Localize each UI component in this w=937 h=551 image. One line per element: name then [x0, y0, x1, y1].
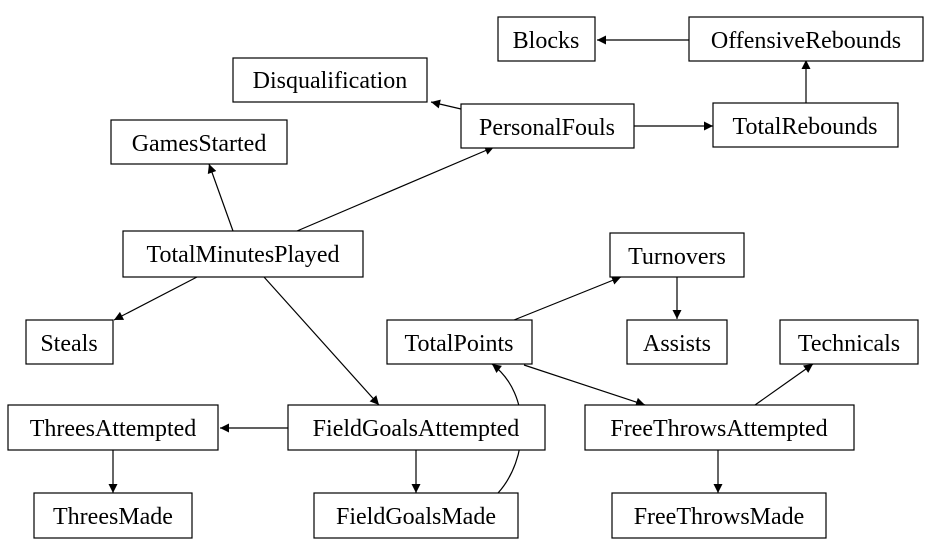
svg-text:TotalMinutesPlayed: TotalMinutesPlayed	[147, 242, 340, 268]
node-turnovers: Turnovers	[609, 232, 745, 278]
node-offensive-rebounds: OffensiveRebounds	[688, 16, 924, 62]
node-free-throws-made: FreeThrowsMade	[611, 492, 827, 539]
svg-text:FieldGoalsMade: FieldGoalsMade	[336, 504, 496, 530]
edge-free-throws-attempted-to-technicals	[754, 363, 814, 406]
node-total-points: TotalPoints	[386, 319, 533, 365]
svg-text:PersonalFouls: PersonalFouls	[479, 115, 615, 141]
node-blocks: Blocks	[497, 16, 596, 62]
edge-total-minutes-played-to-games-started	[207, 163, 234, 232]
edge-total-points-to-turnovers	[513, 276, 622, 321]
node-threes-made: ThreesMade	[33, 492, 193, 539]
svg-text:ThreesAttempted: ThreesAttempted	[30, 416, 197, 442]
svg-text:Technicals: Technicals	[798, 331, 900, 357]
edge-total-points-to-free-throws-attempted	[523, 364, 646, 407]
svg-text:GamesStarted: GamesStarted	[132, 131, 267, 157]
node-assists: Assists	[626, 319, 728, 365]
svg-text:Turnovers: Turnovers	[628, 244, 726, 270]
nodes: Blocks OffensiveRebounds Disqualificatio…	[7, 16, 924, 539]
node-games-started: GamesStarted	[110, 119, 288, 165]
node-field-goals-attempted: FieldGoalsAttempted	[287, 404, 546, 451]
svg-text:FieldGoalsAttempted: FieldGoalsAttempted	[313, 416, 520, 442]
svg-text:TotalRebounds: TotalRebounds	[733, 114, 878, 140]
node-field-goals-made: FieldGoalsMade	[313, 492, 519, 539]
svg-text:ThreesMade: ThreesMade	[53, 504, 173, 530]
node-threes-attempted: ThreesAttempted	[7, 404, 219, 451]
node-personal-fouls: PersonalFouls	[460, 103, 635, 149]
svg-text:FreeThrowsMade: FreeThrowsMade	[634, 504, 805, 530]
svg-text:Assists: Assists	[643, 331, 711, 357]
node-total-minutes-played: TotalMinutesPlayed	[122, 230, 364, 278]
edge-total-minutes-played-to-personal-fouls	[296, 146, 495, 232]
edge-personal-fouls-to-disqualification	[430, 99, 462, 110]
svg-text:Steals: Steals	[40, 331, 97, 357]
node-steals: Steals	[25, 319, 114, 365]
svg-text:TotalPoints: TotalPoints	[405, 331, 514, 357]
node-free-throws-attempted: FreeThrowsAttempted	[584, 404, 855, 451]
svg-text:OffensiveRebounds: OffensiveRebounds	[711, 28, 901, 54]
svg-text:FreeThrowsAttempted: FreeThrowsAttempted	[610, 416, 827, 442]
node-technicals: Technicals	[779, 319, 919, 365]
svg-text:Blocks: Blocks	[513, 28, 580, 54]
node-total-rebounds: TotalRebounds	[712, 102, 899, 148]
edge-total-minutes-played-to-steals	[113, 276, 198, 321]
edge-total-minutes-played-to-field-goals-attempted	[263, 276, 380, 406]
svg-text:Disqualification: Disqualification	[253, 68, 408, 94]
node-disqualification: Disqualification	[232, 57, 428, 103]
